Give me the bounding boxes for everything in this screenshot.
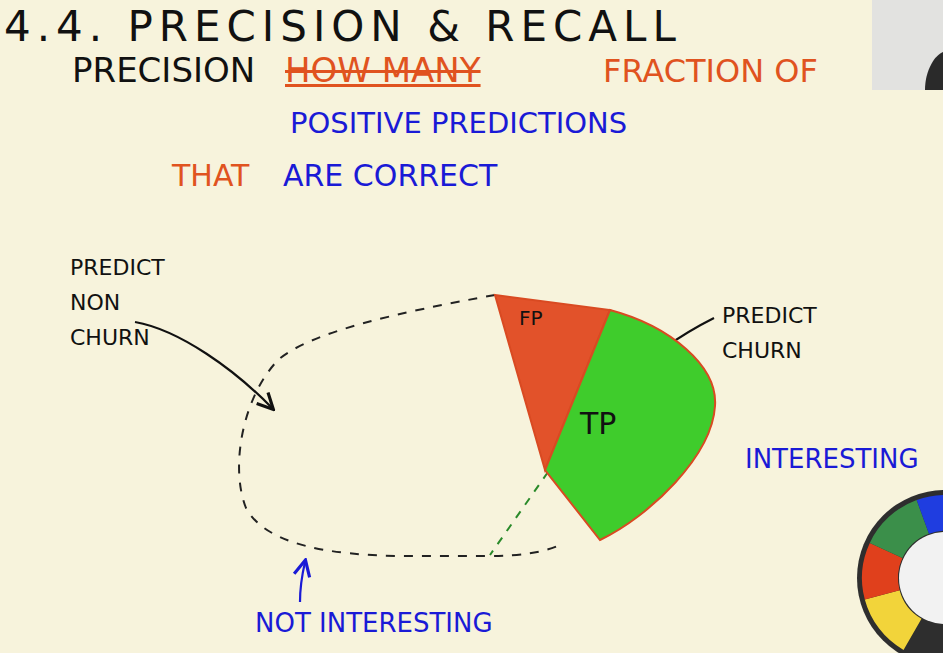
annotation: INTERESTING <box>745 444 919 475</box>
struck-text: HOW MANY <box>285 50 481 91</box>
definition-text: POSITIVE PREDICTIONS <box>290 106 627 141</box>
annotation: NOT INTERESTING <box>255 608 493 639</box>
definition-text: FRACTION OF <box>603 52 818 90</box>
leader-arrow <box>135 322 272 408</box>
definition-text: THAT <box>172 158 249 194</box>
region-shape <box>540 306 720 546</box>
leader-arrow <box>300 562 305 602</box>
callout-label: PREDICT NON CHURN <box>70 250 165 356</box>
region-fill <box>545 310 715 540</box>
dashed-divider <box>490 472 548 555</box>
color-wheel <box>857 490 943 653</box>
true-positive-region: TP <box>540 306 720 546</box>
region-label: FP <box>519 306 543 330</box>
slide-title: 4.4. PRECISION & RECALL <box>4 2 682 52</box>
webcam-thumbnail <box>872 0 943 90</box>
region-label: TP <box>580 406 616 442</box>
definition-text: ARE CORRECT <box>283 158 497 194</box>
term-heading: PRECISION <box>72 50 255 91</box>
callout-label: PREDICT CHURN <box>722 298 817 368</box>
